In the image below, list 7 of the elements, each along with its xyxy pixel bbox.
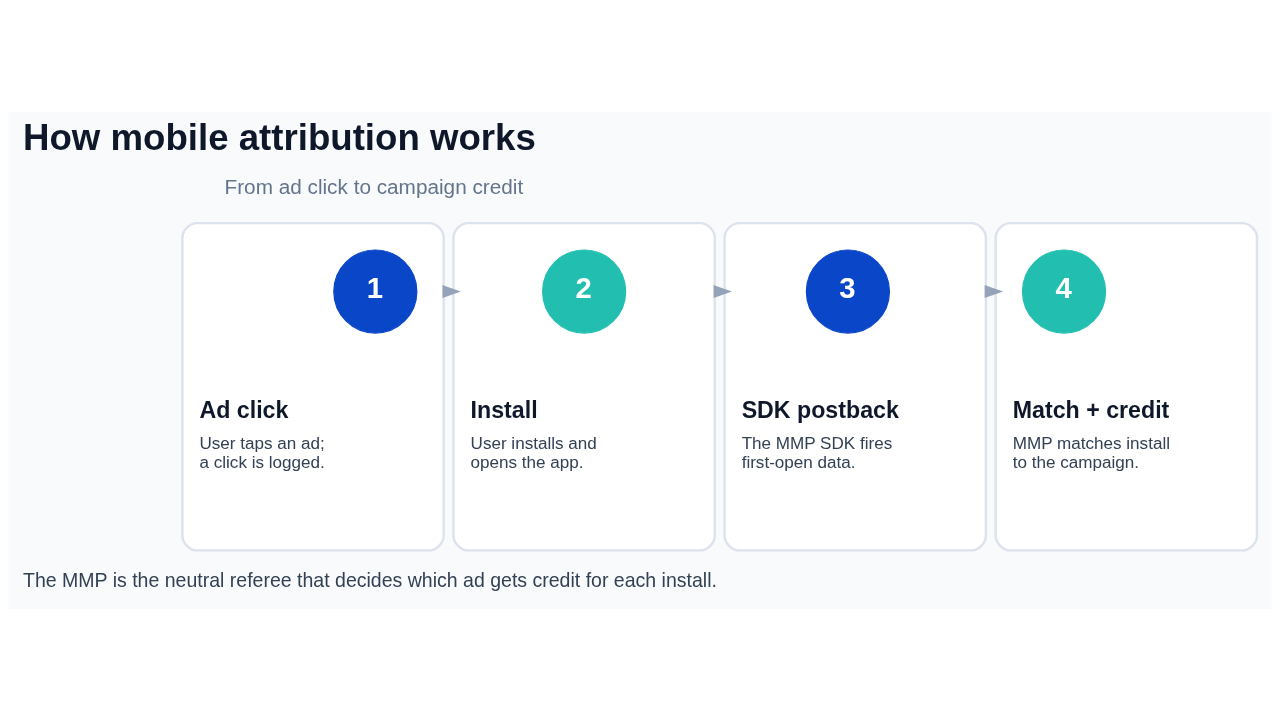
label: The MMP is the neutral referee that decides which ad gets credit for each install. (23, 568, 717, 591)
node-circle: 3 (805, 248, 891, 334)
node-circle: 4 (1021, 248, 1107, 334)
node-circle: 2 (542, 248, 627, 334)
node-circle: 1 (333, 248, 418, 334)
label: From ad click to campaign credit (224, 174, 524, 198)
diagram-title: How mobile attribution works (23, 116, 536, 158)
